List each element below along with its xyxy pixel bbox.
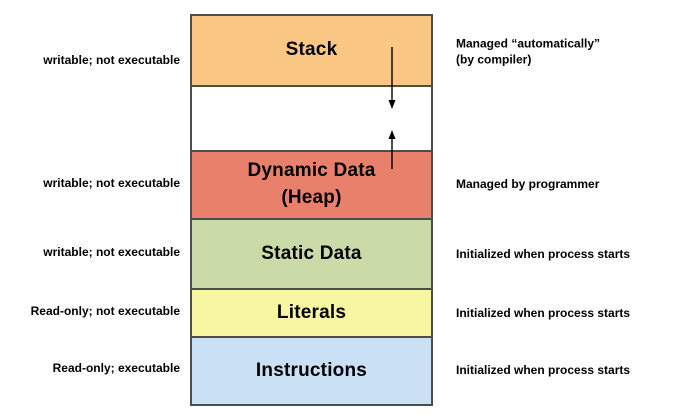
segment-instructions: Instructions [192,336,431,404]
permission-label-instructions: Read-only; executable [52,361,180,376]
permission-label-heap: writable; not executable [43,176,180,191]
management-label-instructions: Initialized when process starts [456,363,631,378]
segment-literals: Literals [192,288,431,336]
management-label-stack-line2: (by compiler) [456,52,532,66]
segment-stack: Stack [192,16,431,85]
segment-heap-label-line2: (Heap) [281,187,342,208]
management-label-static-data: Initialized when process starts [456,247,631,262]
permission-label-static-data: writable; not executable [43,245,180,260]
segment-heap-label-line1: Dynamic Data [247,160,376,182]
management-label-literals: Initialized when process starts [456,306,631,321]
segment-stack-label: Stack [285,39,338,61]
management-label-stack-line1: Managed “automatically” [456,36,601,51]
memory-column: Stack Dynamic Data (Heap) Static Data Li… [190,14,433,406]
permission-label-literals: Read-only; not executable [30,304,180,319]
segment-instructions-label: Instructions [255,359,368,381]
segment-static-data: Static Data [192,218,431,288]
management-label-heap: Managed by programmer [456,177,600,192]
segment-static-data-label: Static Data [261,242,362,264]
segment-literals-label: Literals [276,301,347,323]
segment-heap: Dynamic Data (Heap) [192,150,431,218]
management-label-stack: Managed “automatically” (by compiler) [456,36,600,67]
segment-unused-gap [192,85,431,150]
permission-label-stack: writable; not executable [43,53,180,68]
